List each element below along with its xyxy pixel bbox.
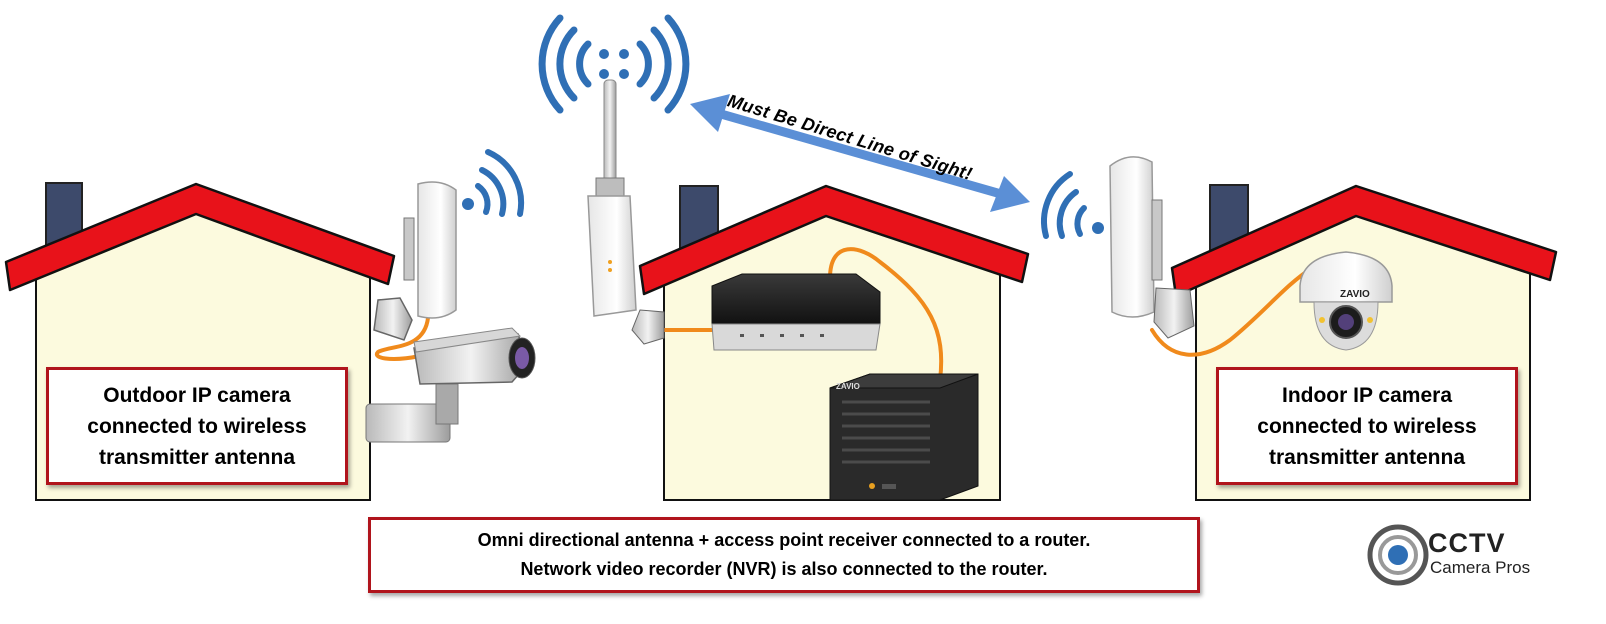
outdoor-camera-label-box: Outdoor IP camera connected to wireless … (46, 367, 348, 485)
indoor-camera-label-box: Indoor IP camera connected to wireless t… (1216, 367, 1518, 485)
receiver-label-box: Omni directional antenna + access point … (368, 517, 1200, 593)
directional-antenna-icon-left (373, 181, 457, 341)
receiver-label-line: Network video recorder (NVR) is also con… (520, 559, 1048, 579)
indoor-label-line: transmitter antenna (1268, 445, 1466, 469)
indoor-label-line: Indoor IP camera (1281, 383, 1452, 407)
cable-router-nvr (828, 247, 944, 382)
nvr-brand-text: ZAVIO (836, 382, 860, 391)
omni-antenna-unit (587, 79, 665, 345)
receiver-label-line: Omni directional antenna + access point … (477, 530, 1091, 550)
wifi-signal-icon-right (1041, 171, 1104, 239)
directional-antenna-icon-right (1109, 156, 1195, 339)
dome-camera-icon (1299, 251, 1393, 351)
roof-middle (638, 184, 1030, 296)
wifi-signal-icon-left (462, 149, 525, 217)
cable-left (374, 316, 430, 361)
double-arrow-icon (690, 94, 1030, 212)
nvr-icon (829, 373, 979, 501)
cctv-logo-icon (1367, 524, 1429, 586)
outdoor-label-line: connected to wireless (87, 414, 307, 438)
logo-title: CCTV (1428, 528, 1506, 558)
bullet-camera-icon (365, 327, 536, 443)
outdoor-label-line: Outdoor IP camera (103, 383, 291, 407)
omni-signal-icon (538, 14, 690, 114)
indoor-label-line: connected to wireless (1257, 414, 1477, 438)
dome-brand-text: ZAVIO (1340, 289, 1370, 300)
router-icon (711, 273, 881, 351)
logo-subtitle: Camera Pros (1430, 558, 1531, 577)
outdoor-label-line: transmitter antenna (98, 445, 296, 469)
roof-left (4, 182, 396, 292)
